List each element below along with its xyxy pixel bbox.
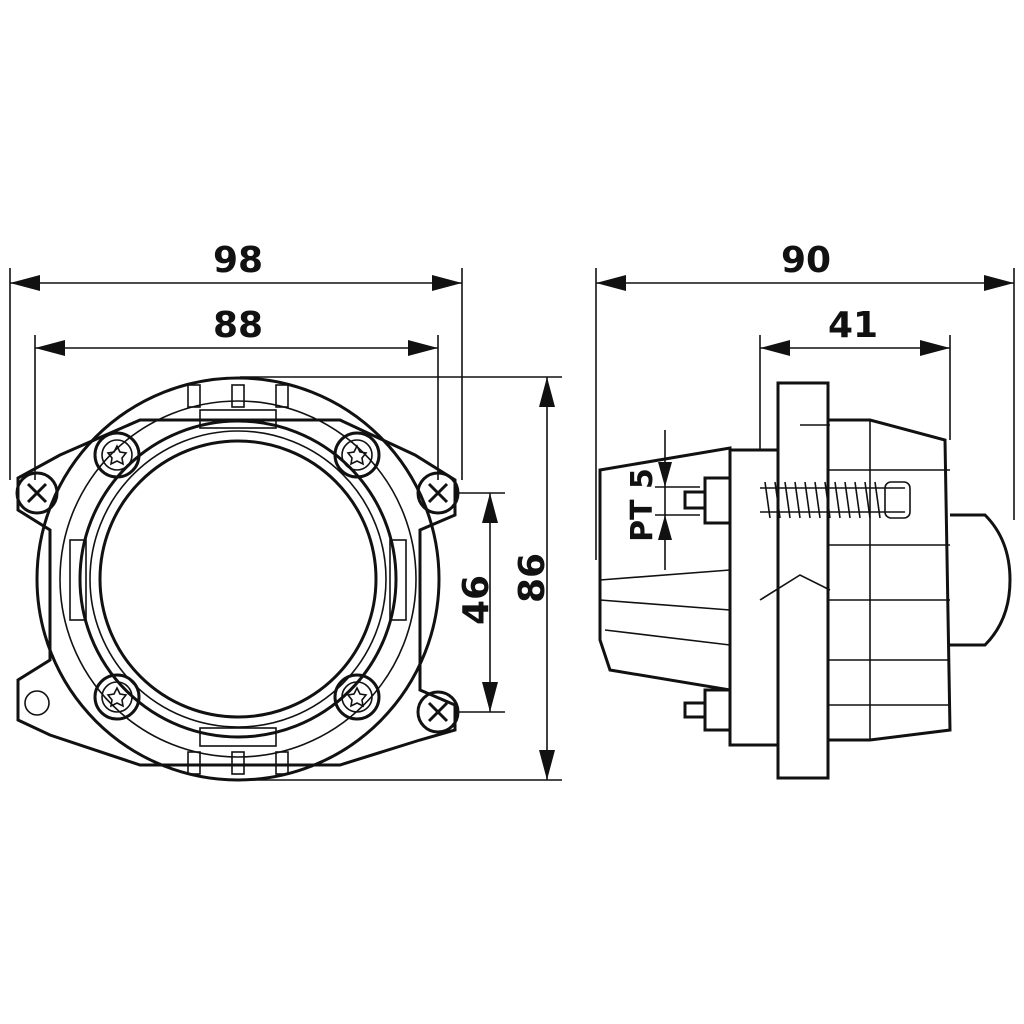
dimension-88: 88 [34,305,439,480]
housing-body [598,446,732,692]
dimension-label: 88 [213,305,263,346]
dimension-41: 41 [759,305,951,450]
dimension-pt5: PT 5 [625,430,700,570]
torx-screw-icon [333,431,381,479]
dimension-98: 98 [9,240,463,480]
screw-head-icon [15,471,59,515]
adjuster-spring [760,481,911,519]
torx-screw-icon [333,673,381,721]
bezel-ring [78,419,398,739]
projector-lens [950,513,1012,647]
dimension-label: 86 [512,553,553,603]
lens [98,439,378,719]
dimension-46: 46 [455,492,505,713]
dimension-86: 86 [240,376,562,781]
dimension-label: 90 [781,240,831,281]
dimension-label: 98 [213,240,263,281]
mounting-flange [776,381,830,780]
dimension-label: PT 5 [625,468,660,542]
housing-outer [35,376,441,782]
adapter-flange [728,448,780,747]
torx-screw-icon [93,673,141,721]
front-view [15,376,460,782]
dimension-label: 46 [456,575,497,625]
mounting-plate [16,418,457,767]
dimension-90: 90 [595,240,1015,560]
torx-screw-icon [93,431,141,479]
dimension-label: 41 [828,305,878,346]
side-view: PT 5 [598,381,1012,780]
rear-housing [826,418,952,742]
